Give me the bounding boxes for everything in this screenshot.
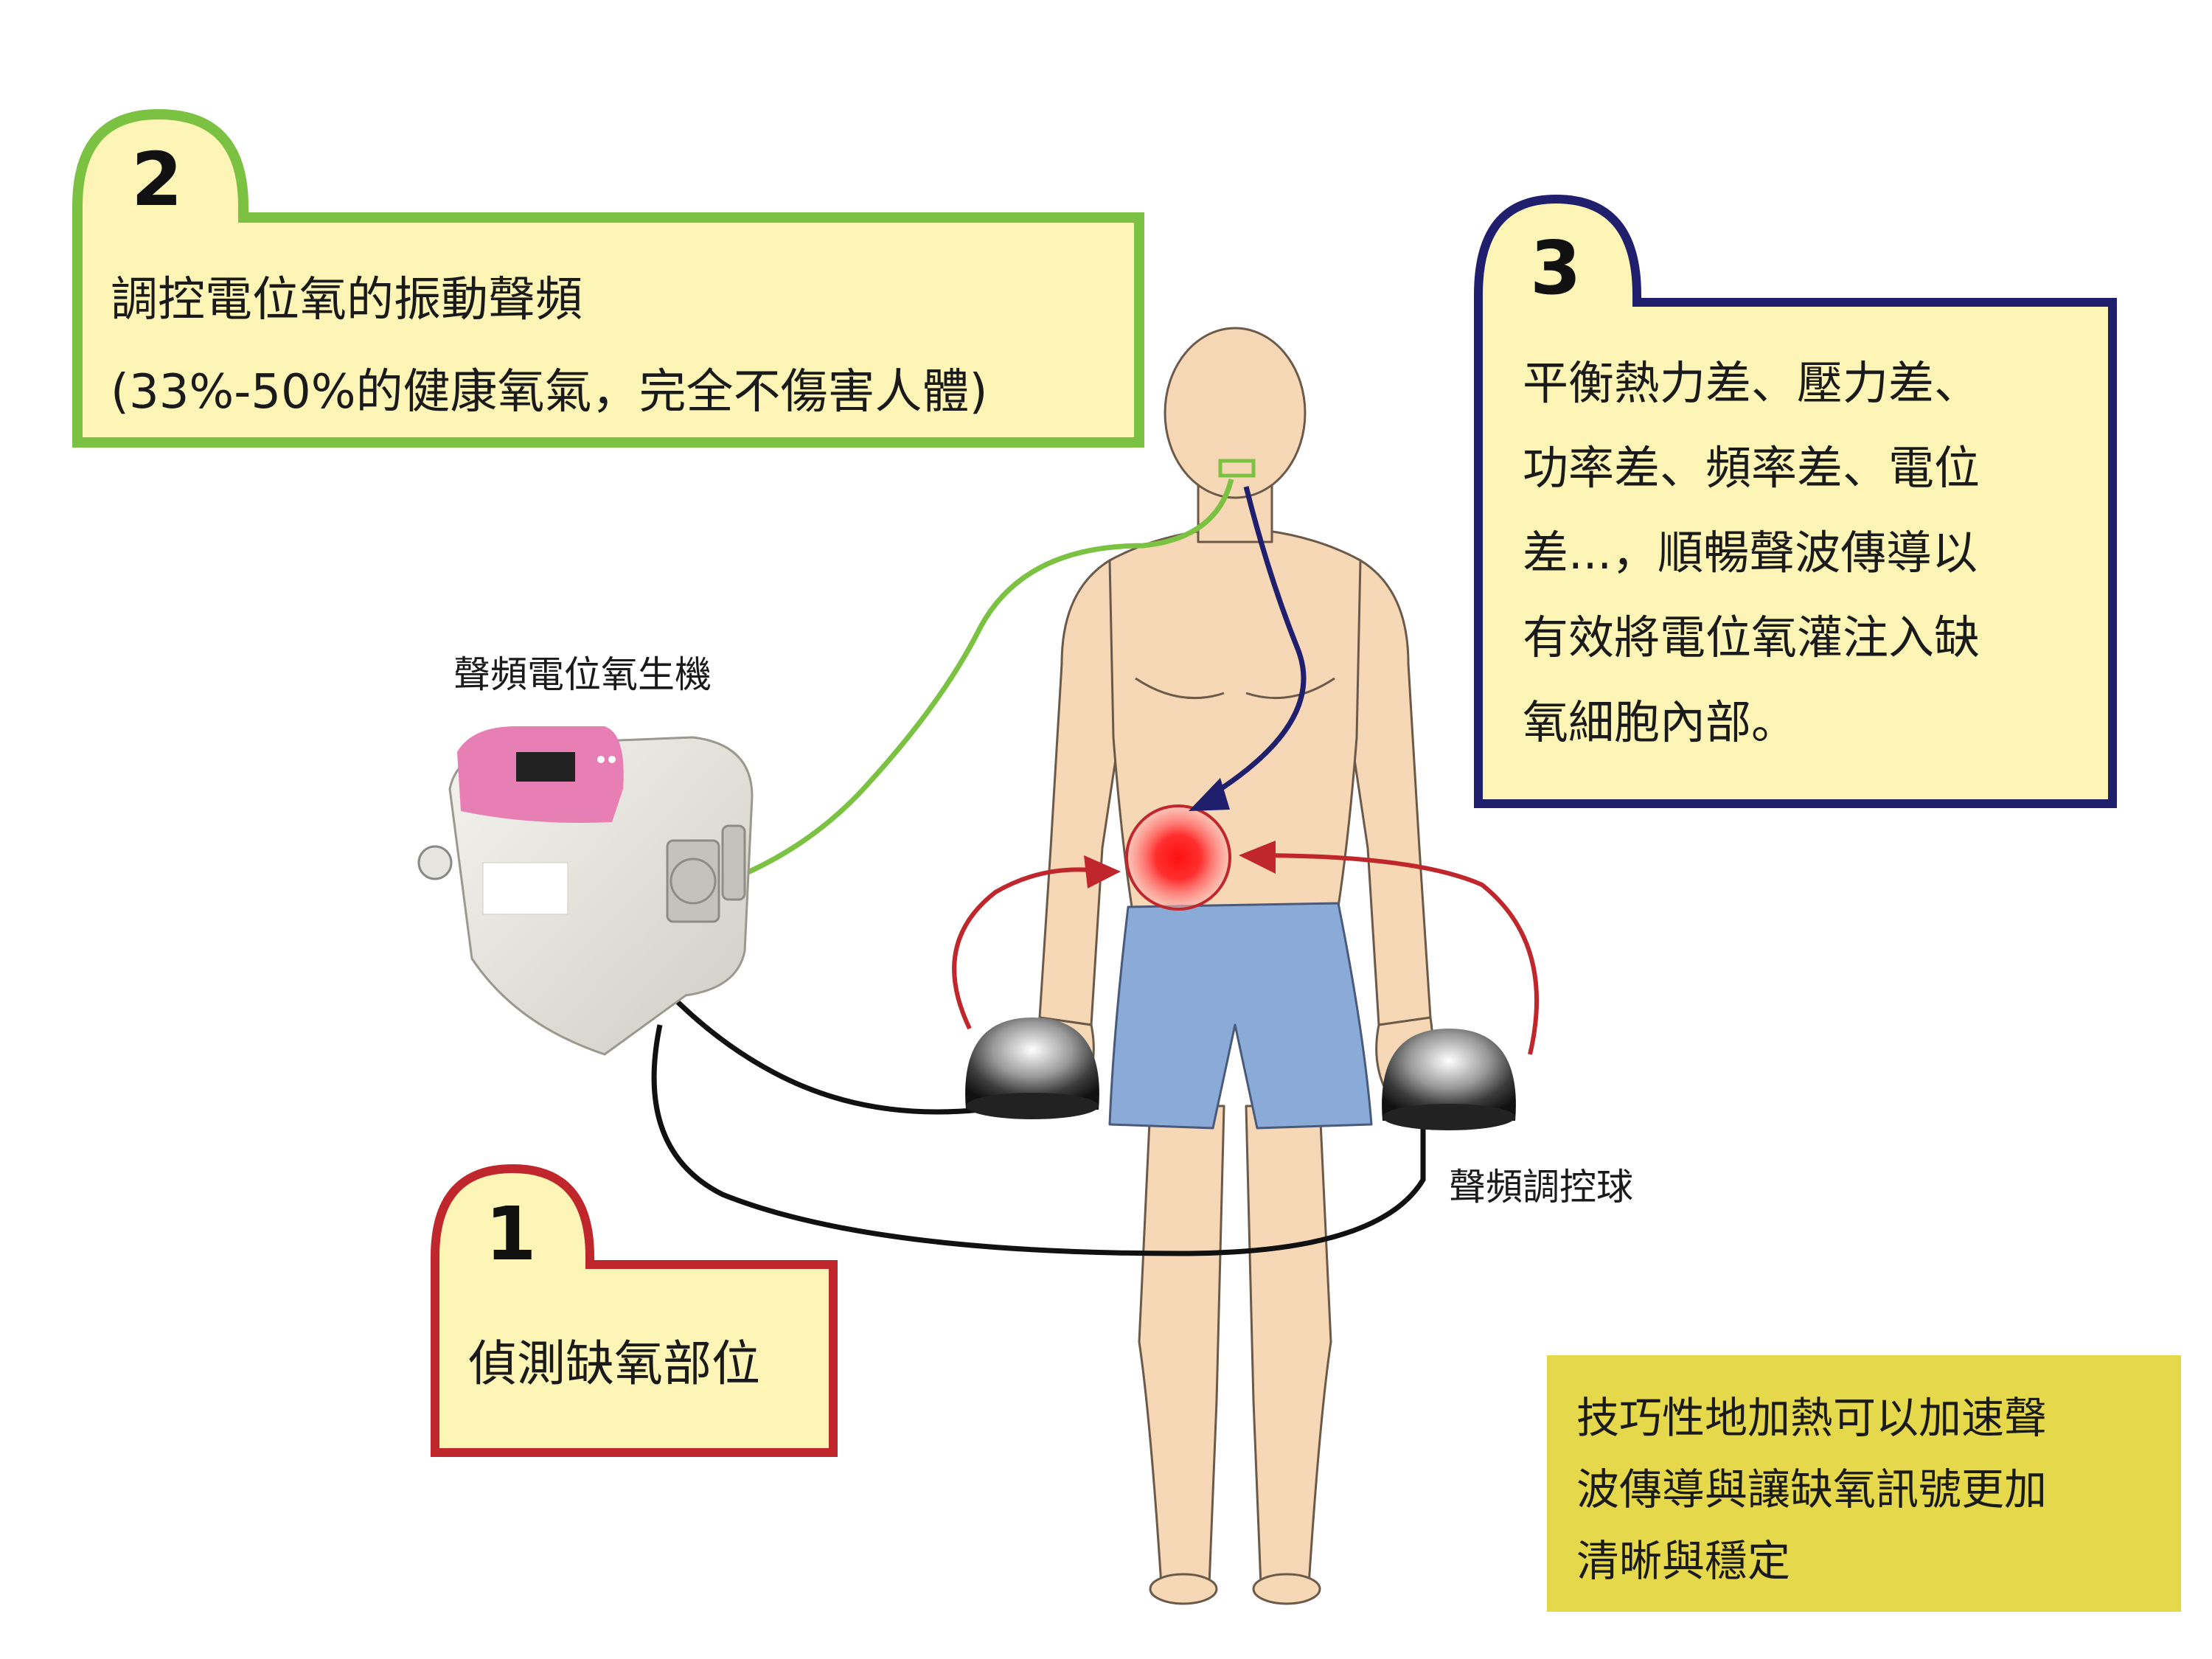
step-number-3: 3 bbox=[1530, 225, 1582, 311]
callout-3-line-5: 氧細胞內部。 bbox=[1523, 680, 1980, 765]
callout-2-line-2: (33%-50%的健康氧氣，完全不傷害人體) bbox=[111, 347, 988, 439]
human-figure bbox=[1038, 328, 1433, 1604]
callout-3-text: 平衡熱力差、壓力差、 功率差、頻率差、電位 差...，順暢聲波傳導以 有效將電位… bbox=[1523, 341, 1980, 765]
callout-1-line-1: 偵測缺氧部位 bbox=[468, 1324, 760, 1405]
shorts bbox=[1110, 903, 1371, 1128]
step-number-2: 2 bbox=[131, 136, 183, 223]
note-line-2: 波傳導與讓缺氧訊號更加 bbox=[1576, 1454, 2047, 1526]
outlet-nozzle bbox=[419, 846, 451, 879]
machine-label: 聲頻電位氧生機 bbox=[453, 645, 712, 698]
oxygen-machine bbox=[419, 726, 752, 1054]
right-leg bbox=[1246, 1106, 1331, 1585]
left-leg bbox=[1139, 1106, 1224, 1585]
control-ball-label: 聲頻調控球 bbox=[1449, 1158, 1633, 1211]
head bbox=[1165, 328, 1305, 498]
callout-1-text: 偵測缺氧部位 bbox=[468, 1324, 760, 1405]
step-number-1: 1 bbox=[485, 1191, 537, 1277]
callout-3-line-3: 差...，順暢聲波傳導以 bbox=[1523, 510, 1980, 595]
note-text: 技巧性地加熱可以加速聲 波傳導與讓缺氧訊號更加 清晰與穩定 bbox=[1576, 1382, 2047, 1597]
note-line-1: 技巧性地加熱可以加速聲 bbox=[1576, 1382, 2047, 1454]
callout-2-text: 調控電位氧的振動聲頻 (33%-50%的健康氧氣，完全不傷害人體) bbox=[111, 254, 988, 439]
callout-2-line-1: 調控電位氧的振動聲頻 bbox=[111, 254, 988, 347]
callout-3-line-2: 功率差、頻率差、電位 bbox=[1523, 425, 1980, 510]
callout-3-line-4: 有效將電位氧灌注入缺 bbox=[1523, 595, 1980, 680]
note-line-3: 清晰與穩定 bbox=[1576, 1526, 2047, 1597]
hypoxia-hotspot bbox=[1127, 806, 1230, 909]
fan-vent-2 bbox=[723, 826, 745, 900]
callout-3-line-1: 平衡熱力差、壓力差、 bbox=[1523, 341, 1980, 425]
fan-vent-1 bbox=[667, 841, 719, 922]
digital-display bbox=[516, 752, 575, 782]
